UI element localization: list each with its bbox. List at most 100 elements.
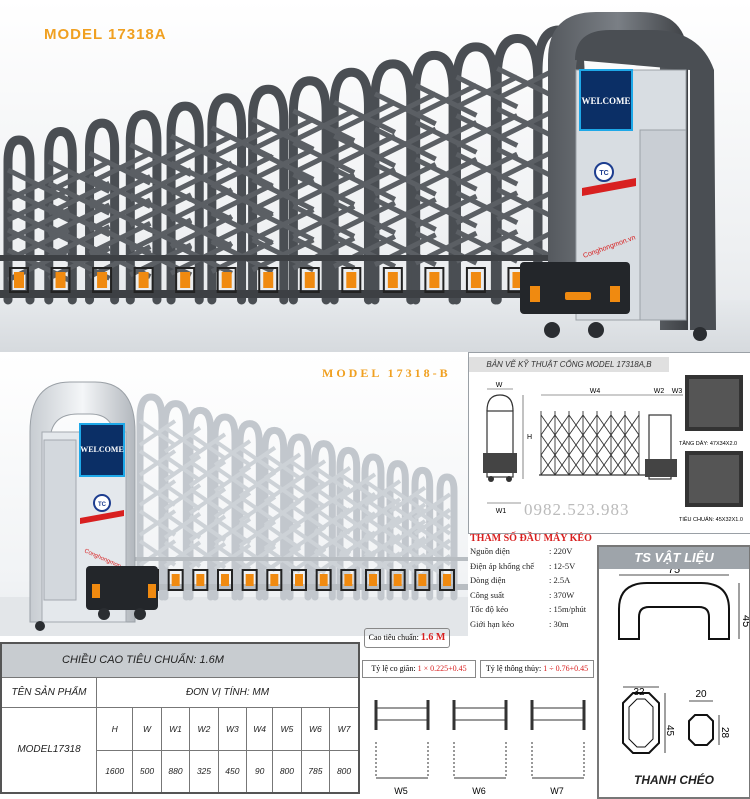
welcome-sign xyxy=(579,69,633,131)
column-header: W xyxy=(132,706,162,751)
gate-lattice-bar xyxy=(88,174,152,209)
welcome-sign-b xyxy=(79,423,125,477)
param-row: Dòng điện: 2.5A xyxy=(470,573,596,588)
bottom-right-width: 20 xyxy=(695,689,707,700)
gate-reflector xyxy=(304,272,315,288)
param-label: Giới hạn kéo xyxy=(470,618,515,629)
gate-lattice-bar-b xyxy=(338,511,377,539)
model-b-title: MODEL 17318-B xyxy=(322,366,451,380)
gate-lattice-bar xyxy=(251,207,315,242)
gate-reflector-b xyxy=(171,574,180,586)
gate-lattice-bar xyxy=(169,214,233,249)
gate-arch-b xyxy=(186,406,215,601)
gate-arch-b xyxy=(211,413,239,601)
column-header: W2 xyxy=(189,706,219,751)
gate-wheel-box-b xyxy=(266,569,283,591)
gate-lattice-bar-b xyxy=(213,491,252,519)
extension-diagram: W5 W6 W7 xyxy=(374,700,586,796)
param-label: Công suất xyxy=(470,589,505,600)
gate-lattice-bar-b xyxy=(138,419,177,447)
gate-lattice-bar xyxy=(455,74,519,110)
gate-wheel-box-b xyxy=(315,569,332,591)
gate-lattice-bar xyxy=(129,192,193,228)
gate-arch-b xyxy=(361,453,385,601)
gate-lattice-bar-b xyxy=(163,483,202,511)
drawing-cross xyxy=(540,434,556,456)
gate-arch-b xyxy=(311,440,336,601)
gate-lattice-bar-b xyxy=(213,439,252,467)
gate-arch-b xyxy=(336,446,361,601)
drawing-cross xyxy=(568,454,584,476)
gate-reflector-b xyxy=(418,574,427,586)
drawing-cross xyxy=(624,434,640,456)
phone-number: 0982.523.983 xyxy=(524,500,630,519)
material-profiles-svg: 75 45 32 45 20 28 xyxy=(618,569,749,754)
gate-lattice-bar xyxy=(333,133,397,169)
standard-height-box: Cao tiêu chuẩn: 1.6 M xyxy=(364,628,450,648)
gate-lattice-bar xyxy=(373,91,437,127)
gate-reflector xyxy=(14,272,24,288)
gate-reflector-b xyxy=(319,574,328,586)
param-row: Giới hạn kéo: 30m xyxy=(470,617,596,632)
dim-w2: W2 xyxy=(654,388,665,395)
gate-lattice-bar xyxy=(129,217,193,253)
gate-arch xyxy=(248,84,289,305)
gate-lattice-bar xyxy=(455,151,519,187)
gate-arch xyxy=(125,110,162,305)
gate-lattice-bar xyxy=(292,172,356,207)
param-value: : 2.5A xyxy=(549,575,571,586)
dim-w: W xyxy=(496,382,503,389)
gate-lattice-bar xyxy=(373,126,437,162)
gate-lattice-bar xyxy=(292,108,356,144)
gate-lattice-bar xyxy=(414,193,478,229)
model-a-title: MODEL 17318A xyxy=(44,26,167,43)
gate-lattice-bar xyxy=(251,177,315,212)
dim-h: H xyxy=(527,434,532,441)
gate-wheel-box xyxy=(92,267,113,293)
welcome-text: WELCOME xyxy=(581,96,630,106)
gate-wheel-box-b xyxy=(414,569,431,591)
column-value: 880 xyxy=(160,749,191,794)
gate-arch xyxy=(207,93,247,305)
gate-arch-b xyxy=(436,473,458,601)
expansion-ratio-value: 1 × 0.225+0.45 xyxy=(417,664,467,673)
drawing-svg: W H W1 W4 W2 W3 TĂNG DÂY: 47X34X2.0 TIÊU… xyxy=(483,375,743,523)
gate-lattice-bar-b xyxy=(238,446,277,474)
gate-lattice-bar-b xyxy=(313,486,352,514)
gate-lattice-bar xyxy=(496,146,560,182)
gate-reflector xyxy=(263,272,274,288)
column-header: H xyxy=(95,706,134,751)
gate-reflector xyxy=(429,272,440,288)
tc-logo-text: TC xyxy=(599,170,608,177)
gate-arch-b xyxy=(161,400,190,601)
gate-arch-b xyxy=(286,433,312,601)
column-value: 1600 xyxy=(95,749,134,794)
gate-wheel-box-b xyxy=(167,569,184,591)
gate-reflector-b xyxy=(344,574,353,586)
model-cell: MODEL17318 xyxy=(0,706,97,794)
product-header: TÊN SẢN PHẨM xyxy=(0,676,97,708)
gate-reflector-b xyxy=(196,574,205,586)
gate-lattice-bar xyxy=(251,147,315,182)
gate-arch xyxy=(44,127,77,305)
expansion-ratio-label: Tỷ lệ co giãn: xyxy=(371,664,416,673)
clearance-ratio-box: Tỷ lệ thông thủy: 1 ÷ 0.76+0.45 xyxy=(480,660,594,678)
drawing-cross xyxy=(554,414,570,436)
drawing-cross xyxy=(610,454,626,476)
gate-lattice-bar xyxy=(292,140,356,175)
motor-housing-b xyxy=(86,566,158,610)
drawing-cross xyxy=(610,414,626,436)
gate-arch xyxy=(166,101,204,305)
gate-lattice-bar xyxy=(333,167,397,202)
gate-lattice-bar xyxy=(414,83,478,118)
gate-wheel-box-b xyxy=(340,569,357,591)
standard-height-value: 1.6 M xyxy=(420,632,446,643)
gate-lattice-bar xyxy=(88,197,152,233)
ext-label-w7: W7 xyxy=(550,786,564,796)
gate-reflector-b xyxy=(245,574,254,586)
gate-lattice-bar-b xyxy=(188,487,227,515)
material-panel: TS VẬT LIỆU 75 45 32 45 20 28 THANH CHÉO xyxy=(597,545,750,799)
gate-wheel-box-b xyxy=(217,569,233,591)
column-value: 325 xyxy=(189,749,219,794)
dim-w3: W3 xyxy=(672,388,683,395)
